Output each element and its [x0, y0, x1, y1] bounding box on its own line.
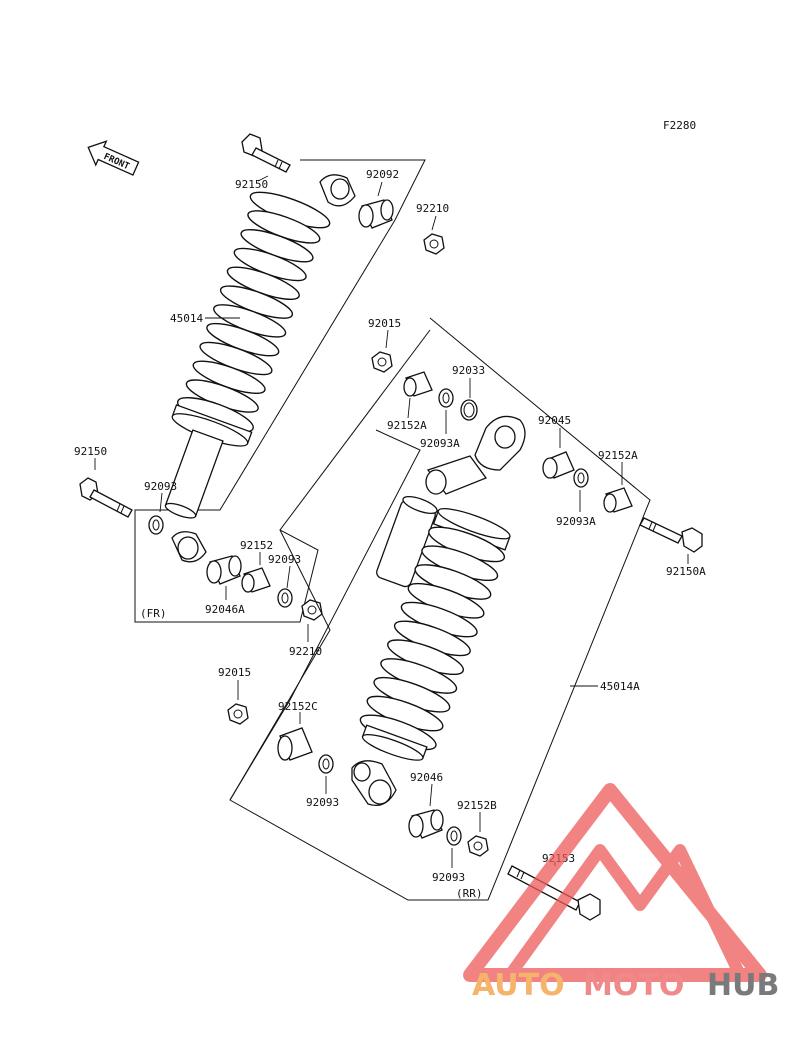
rear-label-bearing-upper: 92045 [538, 414, 571, 427]
rear-upper-ring [460, 399, 478, 421]
rear-lower-collar-right [467, 835, 489, 857]
front-lower-eye [171, 531, 207, 563]
rear-label-washer-upper-right: 92093A [556, 515, 596, 528]
front-label-bolt-lower: 92150 [74, 445, 107, 458]
rear-label-nut-upper: 92015 [368, 317, 401, 330]
front-lower-collar [241, 567, 271, 593]
rear-upper-washer-right [573, 468, 589, 488]
rear-upper-washer-left [438, 388, 454, 408]
rear-lower-nut [227, 703, 249, 725]
front-upper-bushing [358, 199, 394, 229]
rear-coil-spring [359, 508, 511, 761]
rear-upper-clevis [425, 415, 526, 495]
rear-label-nut-lower: 92015 [218, 666, 251, 679]
front-lower-bearing [206, 555, 242, 585]
rear-lower-bearing [408, 809, 444, 839]
rear-label-collar-upper-left: 92152A [387, 419, 427, 432]
front-label-bolt-upper: 92150 [235, 178, 268, 191]
front-label-collar: 92152 [240, 539, 273, 552]
rear-upper-bolt [639, 517, 703, 553]
front-label-shock: 45014 [170, 312, 203, 325]
front-lower-washer-left [148, 515, 164, 535]
rear-label-bolt-upper: 92150A [666, 565, 706, 578]
rear-label-washer-lower-left: 92093 [306, 796, 339, 809]
rear-label-shock: 45014A [600, 680, 640, 693]
rear-upper-collar-left [403, 371, 433, 397]
rear-upper-bearing [542, 451, 575, 479]
front-label-bearing: 92046A [205, 603, 245, 616]
figure-code: F2280 [663, 119, 696, 132]
front-arrow-icon: FRONT [87, 140, 140, 176]
watermark: AUTO MOTO HUB [472, 968, 779, 1003]
front-label-washer-left: 92093 [144, 480, 177, 493]
rear-label-washer-lower-right: 92093 [432, 871, 465, 884]
front-lower-washer-right [277, 588, 293, 608]
rear-label-collar-lower-left: 92152C [278, 700, 318, 713]
front-tag: (FR) [140, 607, 167, 620]
watermark-part-hub: HUB [707, 968, 779, 1003]
rear-upper-collar-right [603, 487, 633, 513]
rear-shock-group: (RR) 92015 92152A 92093A 92033 [218, 317, 706, 921]
rear-label-bearing-lower: 92046 [410, 771, 443, 784]
rear-label-collar-lower-right: 92152B [457, 799, 497, 812]
rear-label-collar-upper-right: 92152A [598, 449, 638, 462]
rear-lower-washer-right [446, 826, 462, 846]
rear-lower-collar-left [277, 727, 313, 761]
front-upper-nut [423, 233, 445, 255]
front-upper-bolt [241, 133, 291, 173]
front-lower-nut [301, 599, 323, 621]
front-shock-group: (FR) 92150 92092 92210 [74, 133, 449, 658]
rear-label-ring: 92033 [452, 364, 485, 377]
rear-upper-nut [371, 351, 393, 373]
front-label-washer-right: 92093 [268, 553, 301, 566]
rear-lower-washer-left [318, 754, 334, 774]
watermark-part-auto: AUTO [472, 968, 565, 1003]
watermark-logo-icon [463, 783, 767, 982]
front-coil-spring [164, 191, 331, 519]
rear-tag: (RR) [456, 887, 483, 900]
rear-lower-eye [351, 760, 397, 807]
rear-label-washer-upper-left: 92093A [420, 437, 460, 450]
front-label-bushing-upper: 92092 [366, 168, 399, 181]
front-label-nut-upper: 92210 [416, 202, 449, 215]
front-upper-eye [319, 174, 356, 207]
watermark-part-moto: MOTO [583, 968, 684, 1003]
front-lower-bolt [79, 477, 133, 518]
